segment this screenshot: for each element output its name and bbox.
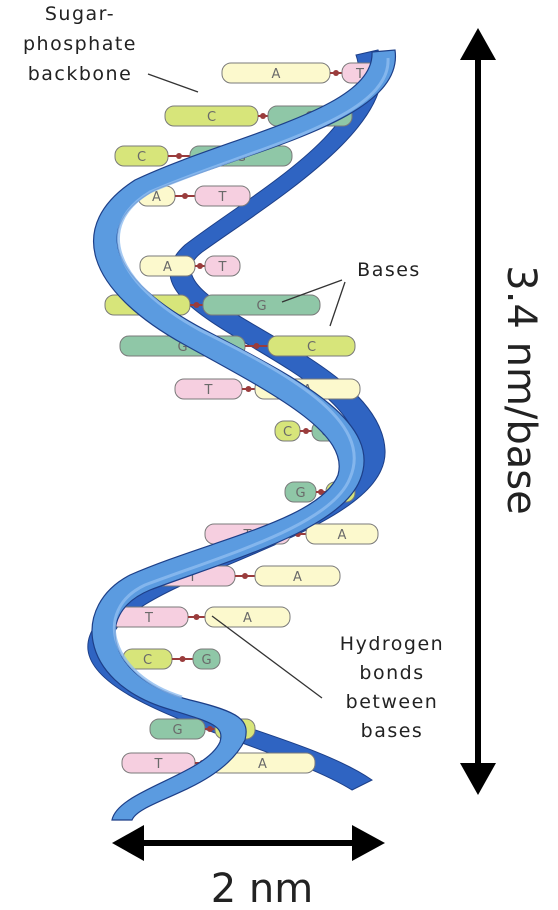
base-letter: T	[218, 190, 227, 205]
hydrogen-bond-node	[182, 193, 188, 199]
base-letter: C	[307, 340, 316, 355]
base-letter: T	[154, 757, 163, 772]
hydrogen-bonds-label: Hydrogen bonds between bases	[340, 633, 444, 742]
base-letter: T	[218, 260, 227, 275]
base-t: T	[175, 379, 242, 399]
base-a: A	[205, 607, 290, 627]
base-letter: C	[137, 150, 146, 165]
base-c: C	[115, 146, 168, 166]
base-letter: C	[283, 425, 292, 440]
base-c: C	[268, 336, 355, 356]
hydrogen-bond-node	[180, 656, 186, 662]
base-letter: A	[163, 260, 172, 275]
hbonds-pointer-line	[212, 616, 322, 698]
base-letter: A	[243, 611, 252, 626]
base-a: A	[306, 524, 378, 544]
base-letter: G	[256, 299, 266, 314]
base-letter: A	[152, 190, 161, 205]
backbone-label: Sugar- phosphate backbone	[23, 3, 137, 85]
arrow-head-left	[112, 825, 144, 861]
arrow-head-up	[460, 28, 496, 60]
base-t: T	[195, 186, 250, 206]
height-label: 3.4 nm/base	[498, 265, 544, 514]
base-letter: G	[201, 653, 211, 668]
hydrogen-bond-node	[242, 573, 248, 579]
hydrogen-bond-node	[197, 263, 203, 269]
base-letter: C	[143, 653, 152, 668]
backbone-label-line-1: Sugar-	[45, 3, 115, 25]
hbonds-label-line-2: bonds	[359, 662, 424, 684]
base-letter: A	[258, 757, 267, 772]
base-letter: A	[272, 67, 281, 82]
width-arrow	[112, 825, 385, 861]
hbonds-label-line-3: between	[346, 691, 439, 713]
base-letter: A	[293, 570, 302, 585]
hydrogen-bond-node	[194, 302, 200, 308]
hydrogen-bond-node	[194, 614, 200, 620]
hbonds-label-line-1: Hydrogen	[340, 633, 444, 655]
base-letter: A	[338, 528, 347, 543]
base-letter: G	[295, 486, 305, 501]
hydrogen-bond-node	[260, 113, 266, 119]
base-letter: T	[204, 383, 213, 398]
base-c: C	[165, 106, 258, 126]
base-letter: G	[172, 723, 182, 738]
width-label: 2 nm	[211, 866, 313, 910]
base-a: A	[255, 566, 340, 586]
base-g: G	[193, 649, 220, 669]
base-g: G	[285, 482, 316, 502]
height-arrow	[460, 28, 496, 795]
base-g: G	[203, 295, 320, 315]
base-t: T	[122, 753, 195, 773]
backbone-label-line-2: phosphate	[23, 33, 137, 55]
bases-label: Bases	[357, 259, 421, 281]
backbone-label-line-3: backbone	[28, 63, 133, 85]
backbone-pointer-line	[148, 74, 198, 92]
hydrogen-bond-node	[303, 428, 309, 434]
hbonds-label-line-4: bases	[361, 720, 424, 742]
arrow-head-right	[352, 825, 385, 861]
base-letter: T	[144, 611, 153, 626]
hydrogen-bond-node	[254, 343, 260, 349]
hydrogen-bond-node	[333, 70, 339, 76]
hydrogen-bond-node	[246, 386, 252, 392]
bases-pointer-line-2	[330, 282, 345, 326]
hydrogen-bond-node	[176, 153, 182, 159]
base-t: T	[205, 256, 240, 276]
base-c: C	[275, 421, 300, 441]
base-a: A	[222, 63, 330, 83]
hydrogen-bond-node	[207, 726, 213, 732]
arrow-head-down	[460, 763, 496, 795]
base-letter: C	[207, 110, 216, 125]
base-g: G	[150, 719, 205, 739]
base-a: A	[140, 256, 195, 276]
